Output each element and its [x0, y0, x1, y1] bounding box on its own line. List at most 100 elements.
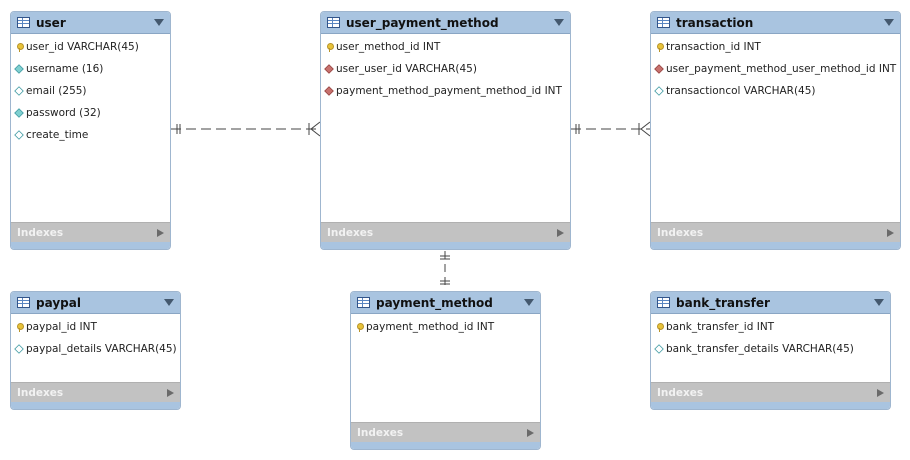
table-header[interactable]: bank_transfer [651, 292, 890, 314]
column-row[interactable]: user_user_id VARCHAR(45) [321, 58, 570, 80]
table-header[interactable]: paypal [11, 292, 180, 314]
column-row[interactable]: transactioncol VARCHAR(45) [651, 80, 900, 102]
foreign-key-icon [324, 86, 334, 96]
column-label: bank_transfer_details VARCHAR(45) [666, 343, 854, 355]
column-row[interactable]: user_method_id INT [321, 36, 570, 58]
column-list: user_id VARCHAR(45) username (16) email (2… [11, 34, 170, 146]
table-name: paypal [36, 295, 81, 310]
one-mandatory-marker [440, 280, 450, 285]
expand-arrow-icon[interactable] [167, 388, 174, 397]
column-row[interactable]: bank_transfer_details VARCHAR(45) [651, 338, 890, 360]
column-row[interactable]: username (16) [11, 58, 170, 80]
indexes-section[interactable]: Indexes [11, 222, 170, 249]
table-name: transaction [676, 15, 754, 30]
collapse-arrow-icon[interactable] [524, 299, 534, 306]
table-name: user_payment_method [346, 15, 499, 30]
column-list: transaction_id INT user_payment_method_us… [651, 34, 900, 102]
primary-key-icon [325, 43, 334, 52]
table-header[interactable]: transaction [651, 12, 900, 34]
table-icon [17, 17, 30, 28]
column-row[interactable]: transaction_id INT [651, 36, 900, 58]
column-label: transaction_id INT [666, 41, 761, 53]
indexes-section[interactable]: Indexes [651, 222, 900, 249]
column-row[interactable]: payment_method_id INT [351, 316, 540, 338]
column-label: user_id VARCHAR(45) [26, 41, 139, 53]
column-row[interactable]: email (255) [11, 80, 170, 102]
column-label: payment_method_payment_method_id INT [336, 85, 562, 97]
column-icon [14, 344, 24, 354]
not-null-column-icon [14, 108, 24, 118]
column-icon [14, 86, 24, 96]
column-label: password (32) [26, 107, 101, 119]
column-row[interactable]: password (32) [11, 102, 170, 124]
table-paypal[interactable]: paypal paypal_id INT paypal_details VARCH… [10, 291, 181, 410]
column-row[interactable]: payment_method_payment_method_id INT [321, 80, 570, 102]
primary-key-icon [655, 323, 664, 332]
column-label: paypal_id INT [26, 321, 97, 333]
expand-arrow-icon[interactable] [157, 228, 164, 237]
column-row[interactable]: user_id VARCHAR(45) [11, 36, 170, 58]
table-user[interactable]: user user_id VARCHAR(45) username (16) ema… [10, 11, 171, 250]
primary-key-icon [15, 43, 24, 52]
expand-arrow-icon[interactable] [557, 228, 564, 237]
one-mandatory-marker [575, 124, 580, 134]
column-row[interactable]: create_time [11, 124, 170, 146]
column-row[interactable]: paypal_id INT [11, 316, 180, 338]
indexes-label: Indexes [657, 386, 704, 399]
collapse-arrow-icon[interactable] [874, 299, 884, 306]
indexes-label: Indexes [327, 226, 374, 239]
table-icon [357, 297, 370, 308]
column-row[interactable]: user_payment_method_user_method_id INT [651, 58, 900, 80]
table-header[interactable]: payment_method [351, 292, 540, 314]
column-list: user_method_id INT user_user_id VARCHAR(4… [321, 34, 570, 102]
crow-foot-many-marker [308, 121, 321, 137]
column-row[interactable]: bank_transfer_id INT [651, 316, 890, 338]
indexes-label: Indexes [657, 226, 704, 239]
indexes-label: Indexes [17, 226, 64, 239]
crow-foot-many-marker [638, 121, 651, 137]
foreign-key-icon [654, 64, 664, 74]
primary-key-icon [655, 43, 664, 52]
expand-arrow-icon[interactable] [527, 428, 534, 437]
foreign-key-icon [324, 64, 334, 74]
table-header[interactable]: user_payment_method [321, 12, 570, 34]
table-header[interactable]: user [11, 12, 170, 34]
column-list: payment_method_id INT [351, 314, 540, 338]
table-icon [657, 297, 670, 308]
indexes-section[interactable]: Indexes [651, 382, 890, 409]
expand-arrow-icon[interactable] [877, 388, 884, 397]
column-label: user_payment_method_user_method_id INT [666, 63, 897, 75]
indexes-section[interactable]: Indexes [351, 422, 540, 449]
not-null-column-icon [14, 64, 24, 74]
expand-arrow-icon[interactable] [887, 228, 894, 237]
column-label: user_user_id VARCHAR(45) [336, 63, 477, 75]
one-mandatory-marker [176, 124, 181, 134]
column-list: bank_transfer_id INT bank_transfer_detail… [651, 314, 890, 360]
column-label: payment_method_id INT [366, 321, 495, 333]
collapse-arrow-icon[interactable] [884, 19, 894, 26]
column-label: username (16) [26, 63, 104, 75]
collapse-arrow-icon[interactable] [554, 19, 564, 26]
table-payment-method[interactable]: payment_method payment_method_id INT Ind… [350, 291, 541, 450]
primary-key-icon [15, 323, 24, 332]
collapse-arrow-icon[interactable] [154, 19, 164, 26]
column-icon [14, 130, 24, 140]
table-name: payment_method [376, 295, 493, 310]
column-label: paypal_details VARCHAR(45) [26, 343, 177, 355]
indexes-section[interactable]: Indexes [321, 222, 570, 249]
indexes-label: Indexes [17, 386, 64, 399]
indexes-section[interactable]: Indexes [11, 382, 180, 409]
column-list: paypal_id INT paypal_details VARCHAR(45) [11, 314, 180, 360]
column-label: bank_transfer_id INT [666, 321, 775, 333]
table-icon [327, 17, 340, 28]
table-transaction[interactable]: transaction transaction_id INT user_payme… [650, 11, 901, 250]
table-icon [17, 297, 30, 308]
column-row[interactable]: paypal_details VARCHAR(45) [11, 338, 180, 360]
column-label: email (255) [26, 85, 87, 97]
collapse-arrow-icon[interactable] [164, 299, 174, 306]
column-icon [654, 86, 664, 96]
